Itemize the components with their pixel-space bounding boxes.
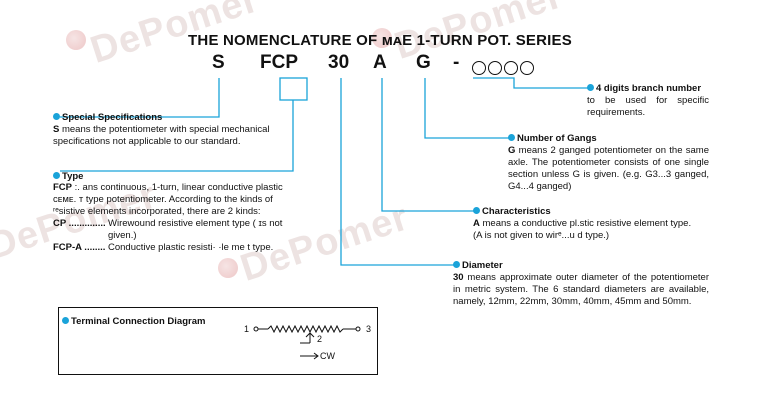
code-fcp: FCP bbox=[260, 52, 298, 73]
terminal-2-label: 2 bbox=[317, 334, 323, 344]
leader-gangs bbox=[424, 78, 510, 139]
code-s: S bbox=[212, 52, 225, 73]
type-fcpa-label: FCP-A ........ bbox=[53, 242, 106, 253]
branch-heading: 4 digits branch number bbox=[587, 83, 701, 94]
leader-special bbox=[60, 78, 220, 118]
bullet-icon bbox=[508, 134, 515, 141]
type-line1: FCP :. ans continuous, 1-turn, linear co… bbox=[53, 182, 283, 193]
branch-text: to be used for specific requirements. bbox=[587, 95, 709, 118]
type-heading: Type bbox=[53, 171, 83, 182]
code-dash: - bbox=[453, 52, 460, 73]
bullet-icon bbox=[53, 172, 60, 179]
watermark-logo-icon bbox=[372, 28, 392, 48]
type-fcpa-text: Conductive plastic resisti· ·le me t typ… bbox=[108, 242, 274, 253]
bullet-icon bbox=[587, 84, 594, 91]
cw-label: CW bbox=[320, 351, 335, 361]
watermark-logo-icon bbox=[66, 30, 86, 50]
gangs-text: G means 2 ganged potentiometer on the sa… bbox=[508, 145, 709, 192]
code-diameter: 30 bbox=[328, 52, 350, 73]
code-gangs: G bbox=[416, 52, 431, 73]
type-line2: ᴄᴇᴍᴇ. ᴛ type potentiometer. According to… bbox=[53, 194, 273, 205]
characteristics-note: (A is not given to wirᵉ...u d type.) bbox=[473, 230, 610, 241]
special-heading: Special Specifications bbox=[53, 112, 162, 123]
cw-arrow-icon bbox=[313, 352, 319, 360]
characteristics-text: A means a conductive pl.stic resistive e… bbox=[473, 218, 692, 229]
bullet-icon bbox=[473, 207, 480, 214]
leader-characteristics bbox=[381, 78, 476, 212]
type-line3: ʳᵉsistive elements incorporated, there a… bbox=[53, 206, 261, 217]
leader-diameter bbox=[340, 78, 455, 266]
diameter-text: 30 means approximate outer diameter of t… bbox=[453, 272, 709, 307]
terminal-1-node bbox=[253, 326, 259, 332]
wiper-arrow-icon bbox=[305, 332, 315, 338]
terminal-3-label: 3 bbox=[366, 324, 372, 334]
gangs-heading: Number of Gangs bbox=[508, 133, 597, 144]
terminal-3-node bbox=[355, 326, 361, 332]
type-cp-label: CP .............. bbox=[53, 218, 106, 229]
type-cp-text2: given.) bbox=[108, 230, 137, 241]
characteristics-heading: Characteristics bbox=[473, 206, 551, 217]
terminal-heading: Terminal Connection Diagram bbox=[62, 316, 205, 327]
type-cp-text: Wirewound resistive element type ( ɪs no… bbox=[108, 218, 283, 229]
bullet-icon bbox=[453, 261, 460, 268]
branch-digit-icon bbox=[472, 61, 486, 75]
terminal-diagram-box bbox=[58, 307, 378, 375]
branch-digit-icon bbox=[520, 61, 534, 75]
resistor-zigzag-icon bbox=[267, 324, 344, 334]
watermark-logo-icon bbox=[218, 258, 238, 278]
bullet-icon bbox=[62, 317, 69, 324]
terminal-1-label: 1 bbox=[244, 324, 250, 334]
special-text: S means the potentiometer with special m… bbox=[53, 124, 270, 147]
leader-branch bbox=[473, 77, 588, 89]
diameter-heading: Diameter bbox=[453, 260, 503, 271]
leader-type bbox=[60, 100, 294, 172]
code-characteristics: A bbox=[373, 52, 387, 73]
bullet-icon bbox=[53, 113, 60, 120]
page-title: THE NOMENCLATURE OF ᴍᴀE 1-TURN POT. SERI… bbox=[188, 32, 572, 49]
branch-digit-icon bbox=[504, 61, 518, 75]
branch-digit-icon bbox=[488, 61, 502, 75]
special-code: S bbox=[53, 124, 60, 135]
